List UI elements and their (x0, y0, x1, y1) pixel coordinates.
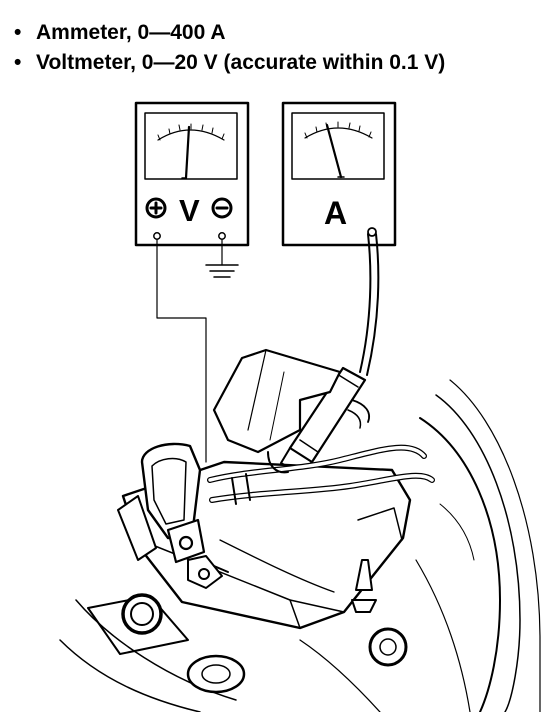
voltmeter-case (134, 101, 250, 247)
positive-terminal-icon (145, 197, 167, 219)
bullet-icon: • (14, 21, 22, 44)
voltmeter-needle (184, 125, 191, 180)
ammeter-dial (291, 112, 385, 180)
spec-item-text: Voltmeter, 0—20 V (accurate within 0.1 V… (36, 51, 446, 74)
battery-area (59, 348, 541, 712)
bullet-icon: • (14, 51, 22, 74)
voltmeter-negative-jack (218, 232, 226, 240)
voltmeter-scale-arc (157, 129, 225, 141)
voltmeter-positive-jack (153, 232, 161, 240)
spec-item-ammeter: • Ammeter, 0—400 A (14, 18, 445, 48)
voltmeter-dial (144, 112, 238, 180)
ammeter-cable (359, 233, 372, 373)
ammeter-scale-arc (304, 127, 373, 139)
ammeter: A (281, 101, 397, 247)
ammeter-needle (325, 123, 343, 179)
ammeter-jack (367, 227, 377, 237)
ammeter-label: A (324, 195, 347, 231)
voltmeter: V (134, 101, 250, 247)
ammeter-case (281, 101, 397, 247)
negative-terminal-icon (211, 197, 233, 219)
voltmeter-positive-lead (156, 239, 207, 463)
spec-list: • Ammeter, 0—400 A • Voltmeter, 0—20 V (ac… (14, 18, 445, 78)
spec-item-voltmeter: • Voltmeter, 0—20 V (accurate within 0.1 … (14, 48, 445, 78)
spec-item-text: Ammeter, 0—400 A (36, 21, 226, 44)
voltmeter-label: V (179, 193, 200, 228)
ground-icon (205, 264, 239, 278)
